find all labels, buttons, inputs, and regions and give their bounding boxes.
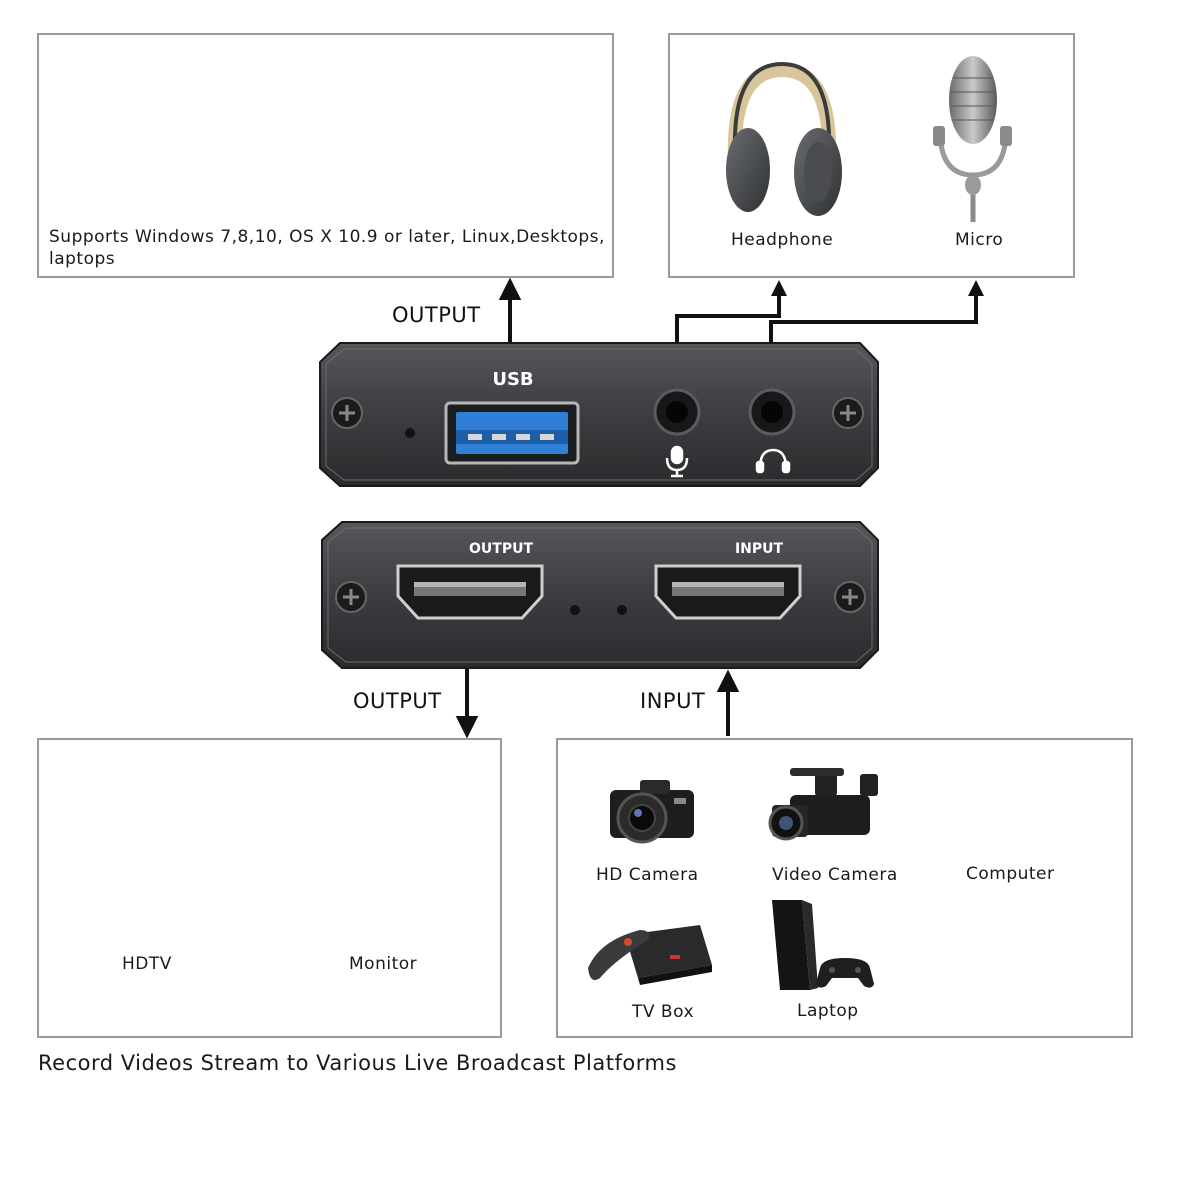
headphones-product-icon — [726, 61, 842, 216]
screw-icon — [335, 581, 367, 613]
audio-connection-lines — [675, 294, 978, 342]
tv-box-label: TV Box — [632, 1002, 695, 1022]
mic-jack-icon — [653, 388, 701, 436]
video-camera-label: Video Camera — [772, 865, 898, 885]
screw-icon — [331, 397, 363, 429]
video-camera-icon — [768, 768, 878, 841]
monitor-label: Monitor — [349, 954, 418, 974]
led-indicator — [570, 605, 580, 615]
micro-label: Micro — [955, 230, 1004, 250]
hdmi-output-port-icon — [396, 564, 544, 620]
tv-box-icon — [588, 925, 712, 985]
hdmi-input-port-label: INPUT — [735, 541, 784, 557]
headphone-label: Headphone — [731, 230, 834, 250]
usb-output-label: OUTPUT — [392, 303, 481, 327]
hdmi-output-port-label: OUTPUT — [469, 541, 533, 557]
computer-label: Computer — [966, 864, 1055, 884]
display-devices-box — [37, 738, 502, 1038]
laptop-label: Laptop — [797, 1001, 859, 1021]
usb-port-icon — [444, 401, 580, 465]
led-indicator — [405, 428, 415, 438]
hd-camera-icon — [610, 780, 694, 844]
headphone-jack-icon — [748, 388, 796, 436]
microphone-product-icon — [933, 56, 1012, 222]
led-indicator — [617, 605, 627, 615]
hdmi-input-port-icon — [654, 564, 802, 620]
os-support-box — [37, 33, 614, 278]
hdtv-label: HDTV — [122, 954, 172, 974]
hdmi-output-label: OUTPUT — [353, 689, 442, 713]
headphone-icon — [755, 448, 791, 474]
hdmi-device — [321, 521, 879, 669]
microphone-icon — [665, 445, 689, 478]
audio-arrow-heads — [771, 280, 984, 296]
hdmi-output-arrow — [455, 668, 479, 739]
hdmi-input-arrow — [716, 669, 740, 736]
usb-port-label: USB — [492, 369, 533, 390]
screw-icon — [834, 581, 866, 613]
usb-output-arrow — [498, 277, 522, 342]
hd-camera-label: HD Camera — [596, 865, 699, 885]
laptop-icon — [772, 900, 874, 990]
usb-audio-device — [319, 342, 879, 487]
hdmi-input-label: INPUT — [640, 689, 706, 713]
footer-caption: Record Videos Stream to Various Live Bro… — [38, 1051, 677, 1075]
os-support-text: Supports Windows 7,8,10, OS X 10.9 or la… — [49, 227, 605, 269]
screw-icon — [832, 397, 864, 429]
